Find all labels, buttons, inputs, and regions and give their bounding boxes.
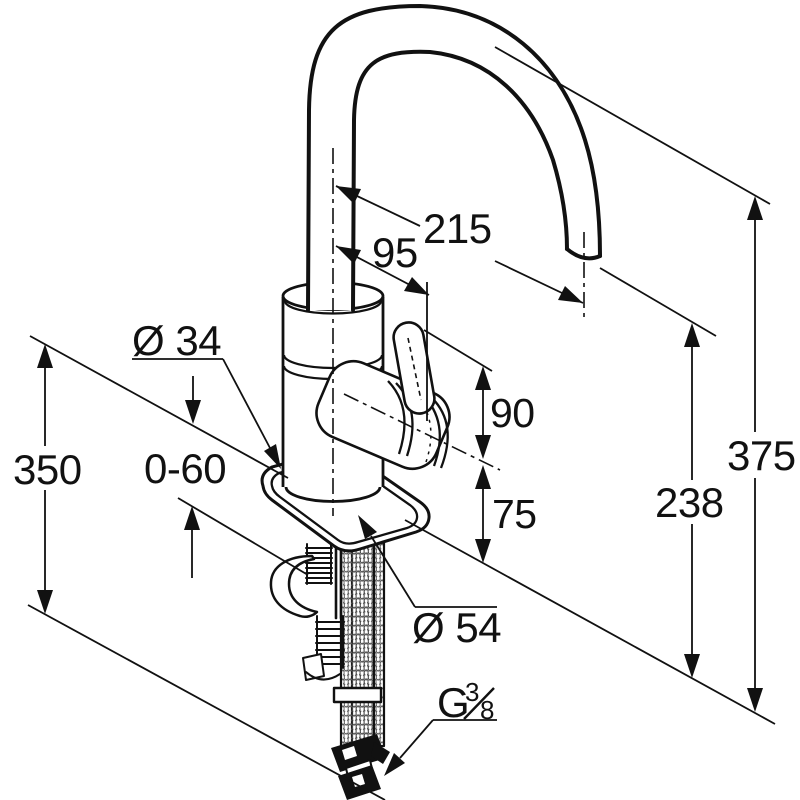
- dimension-graphics: [37, 185, 763, 712]
- dimension-labels: 215 95 Ø 34 0-60 350 90 75 238 375 Ø 54 …: [13, 205, 796, 726]
- spout-inner-edge: [351, 49, 569, 312]
- refline-outlet-level: [599, 267, 717, 337]
- leader-dia34: [132, 358, 281, 469]
- lever-centerline: [407, 337, 422, 401]
- leader-lines: [132, 358, 497, 776]
- refline-lever-top: [423, 329, 493, 372]
- leader-dia54: [358, 515, 497, 608]
- dim-label-95: 95: [372, 229, 418, 276]
- refline-counter-left: [29, 335, 289, 479]
- hose-fittings: [331, 734, 390, 800]
- dim-238: [684, 323, 700, 678]
- spout-fill: [308, 6, 600, 310]
- dim-label-375: 375: [727, 432, 796, 479]
- dim-label-dia34: Ø 34: [132, 317, 221, 364]
- dim-90: [475, 366, 491, 459]
- thread-fraction-slash: [463, 687, 495, 720]
- cartridge-axis: [343, 393, 501, 471]
- dim-75: [475, 465, 491, 563]
- refline-counter-right: [404, 519, 776, 725]
- spout-tip-cap: [565, 247, 602, 261]
- dim-label-0-60: 0-60: [144, 445, 226, 492]
- hose-collar: [332, 686, 383, 704]
- thread-denominator: 8: [480, 695, 494, 725]
- lever-handle: [392, 321, 436, 415]
- spout: [306, 3, 602, 312]
- reference-lines: [27, 46, 776, 800]
- centerlines: [332, 148, 585, 516]
- hose-front: [339, 526, 376, 754]
- under-counter-hardware: [269, 526, 390, 800]
- dim-label-350: 350: [13, 446, 82, 493]
- refline-hose-end-level: [27, 604, 386, 800]
- supply-hoses: [339, 526, 386, 754]
- dim-350: [37, 344, 53, 614]
- dim-label-238: 238: [655, 479, 724, 526]
- clamp-screw: [302, 615, 345, 681]
- dim-label-90: 90: [490, 390, 535, 436]
- leader-thread: [384, 719, 497, 776]
- refline-spout-top: [494, 46, 771, 205]
- thread-numerator: 3: [465, 677, 479, 707]
- dim-label-thread-g38: G 3 8: [437, 677, 495, 726]
- mounting-shank: [305, 543, 333, 585]
- dim-95: [335, 245, 430, 296]
- dim-label-dia54: Ø 54: [412, 604, 501, 651]
- dim-375: [747, 196, 763, 712]
- spout-outer-edge: [306, 3, 602, 312]
- dim-0-60: [184, 376, 201, 578]
- dim-label-75: 75: [492, 491, 537, 537]
- dim-label-215: 215: [423, 205, 492, 252]
- mounting-clamp: [269, 554, 319, 619]
- dim-215: [335, 185, 584, 304]
- refline-counter-underside: [177, 497, 309, 576]
- mounting-studs: [334, 546, 343, 620]
